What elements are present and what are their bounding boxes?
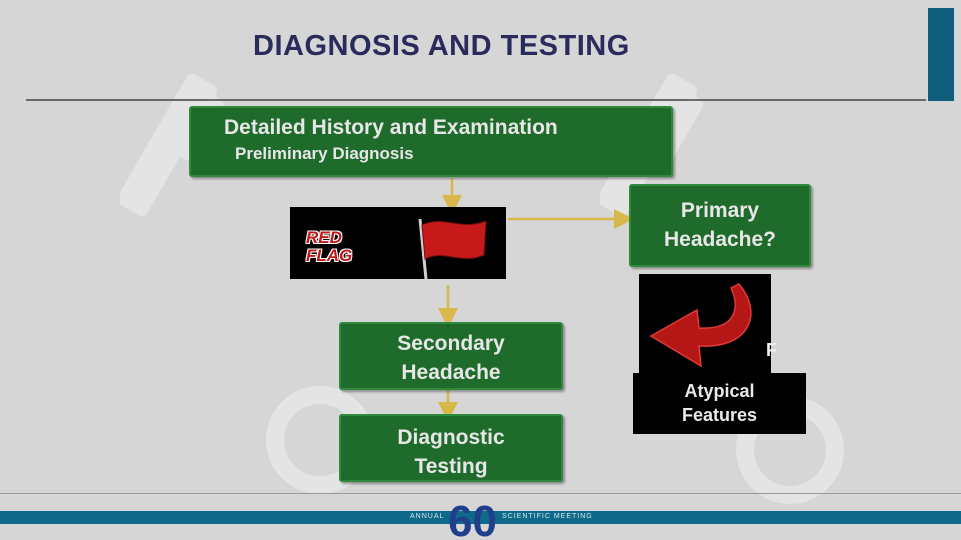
anniversary-logo: 60 [448,497,497,540]
accent-bar [928,8,954,101]
logo-number: 60 [448,497,497,540]
red-flag-panel: RED FLAG [290,207,506,279]
history-box-subtitle: Preliminary Diagnosis [235,144,414,163]
primary-headache-box: Primary Headache? [629,184,811,267]
footer-right-text: SCIENTIFIC MEETING [502,513,593,520]
secondary-headache-box: Secondary Headache [339,322,563,390]
title-divider [26,99,926,101]
atypical-features-box: Atypical Features [633,373,806,434]
stray-character: F [766,340,777,360]
footer-left-text: ANNUAL [410,513,445,520]
history-box-title: Detailed History and Examination [224,116,558,139]
slide-title: DIAGNOSIS AND TESTING [253,30,630,62]
red-flag-icon [418,218,487,279]
footer-divider [0,493,961,494]
footer-band [0,511,961,524]
curved-arrow-icon [649,283,752,368]
curved-arrow-panel [639,274,771,374]
red-flag-text: RED FLAG [306,228,353,265]
history-box: Detailed History and Examination Prelimi… [189,106,673,177]
diagnostic-testing-box: Diagnostic Testing [339,414,563,482]
